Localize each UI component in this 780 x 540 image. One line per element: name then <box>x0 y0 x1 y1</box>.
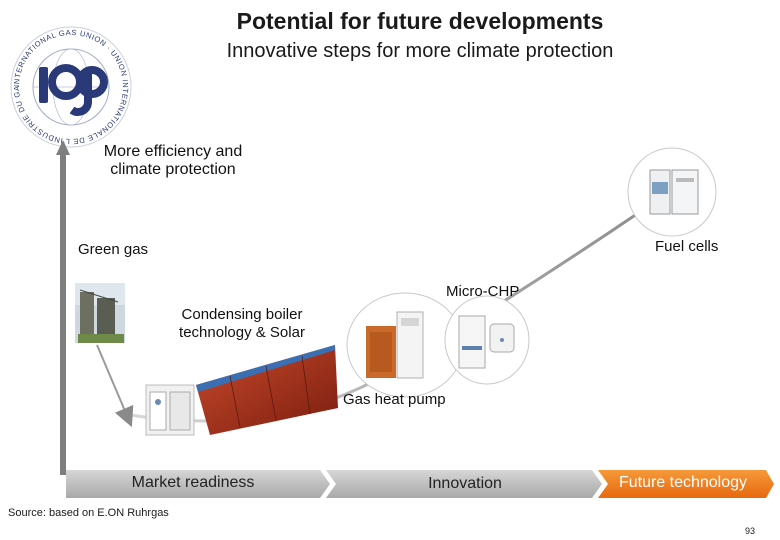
condensing-solar-label: Condensing boiler technology & Solar <box>179 306 305 341</box>
stage-market-readiness: Market readiness <box>131 474 255 491</box>
green-gas-image <box>75 283 125 343</box>
heat-pump-label: Gas heat pump <box>343 391 446 408</box>
micro-chp-label: Micro-CHP <box>446 283 520 300</box>
y-axis-label: More efficiency and climate protection <box>103 143 243 178</box>
greengas-arrow <box>96 344 134 428</box>
igu-logo: INTERNATIONAL GAS UNION · UNION INTERNAT… <box>6 22 132 148</box>
stage-innovation: Innovation <box>428 475 502 492</box>
fuel-cells-label: Fuel cells <box>655 238 719 255</box>
micro-chp-image <box>444 295 530 385</box>
y-axis-arrow <box>56 140 70 475</box>
fuel-cells-image <box>627 147 717 237</box>
page-number: 93 <box>745 526 756 536</box>
green-gas-label: Green gas <box>78 241 149 258</box>
heat-pump-image <box>346 292 464 398</box>
page-subtitle: Innovative steps for more climate protec… <box>226 40 614 62</box>
stage-future-technology: Future technology <box>618 474 748 491</box>
bar-market-shape <box>66 470 330 498</box>
bar-future-shape <box>598 470 774 498</box>
page-title: Potential for future developments <box>236 8 604 34</box>
bar-innovation-shape <box>326 470 602 498</box>
condensing-solar-image <box>145 345 338 436</box>
source-note: Source: based on E.ON Ruhrgas <box>8 507 169 519</box>
